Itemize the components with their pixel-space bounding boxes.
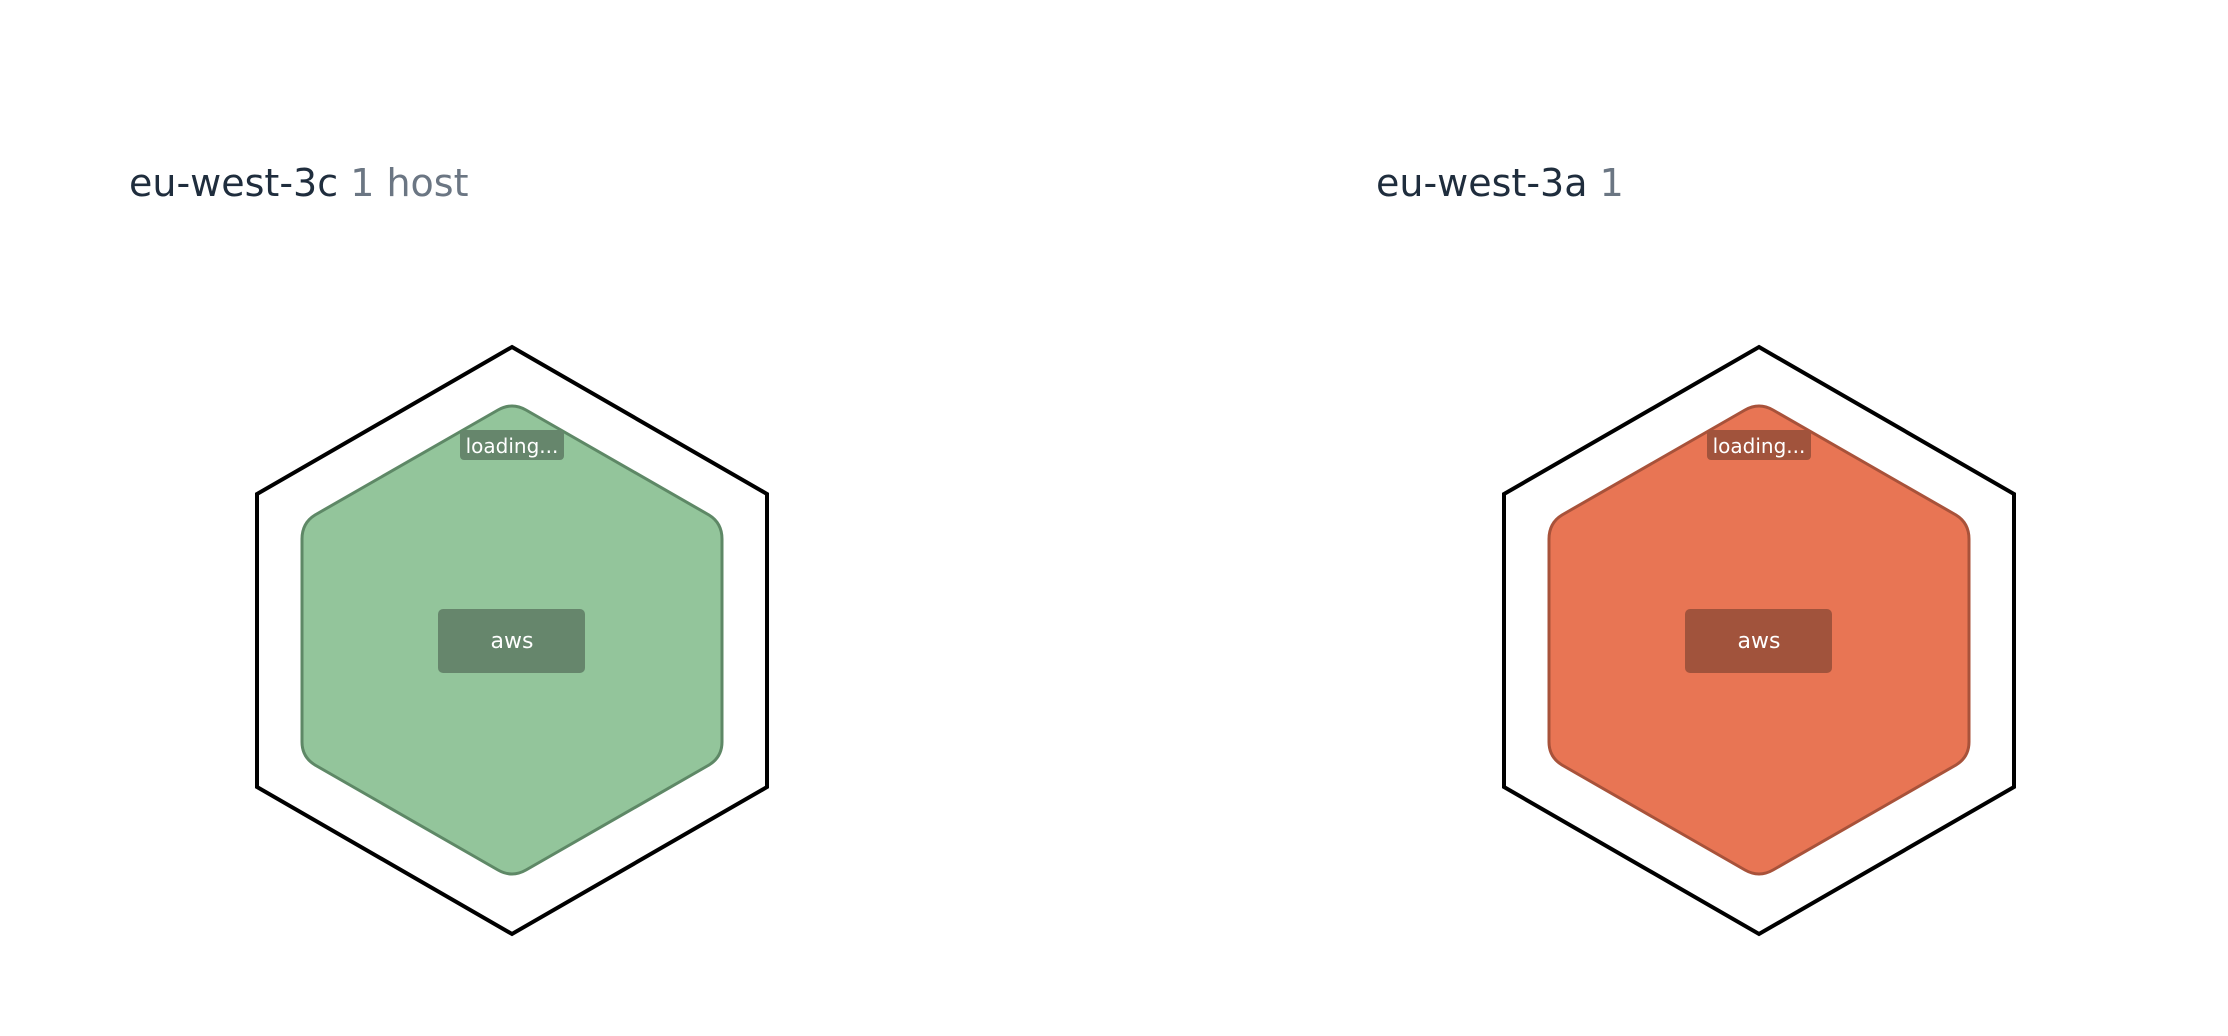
- zone-title: eu-west-3c 1 host: [129, 155, 469, 211]
- status-badge: [460, 430, 564, 460]
- host-provider-label: aws: [491, 629, 534, 654]
- provider-badge: [438, 609, 585, 673]
- zone-hexmap: loading... aws: [255, 344, 769, 937]
- zone-outline-hexagon: [1502, 344, 2016, 937]
- host-status-label: loading...: [466, 434, 559, 458]
- availability-zone-group: eu-west-3c 1 host loading... aws: [129, 155, 769, 937]
- zone-outline-hexagon: [255, 344, 769, 937]
- zone-hexmap: loading... aws: [1502, 344, 2016, 937]
- zone-host-count: 1 host: [350, 161, 469, 205]
- provider-badge: [1685, 609, 1832, 673]
- availability-zone-group: eu-west-3a 1 loading... aws: [1247, 0, 2228, 1036]
- host-provider-label: aws: [1738, 629, 1781, 654]
- zone-name: eu-west-3c: [129, 161, 339, 205]
- host-status-label: loading...: [1713, 434, 1806, 458]
- status-badge: [1707, 430, 1811, 460]
- zone-name: eu-west-3a: [1376, 161, 1588, 205]
- zone-host-count: 1: [1599, 161, 1624, 205]
- zone-title: eu-west-3a 1: [1376, 155, 1624, 211]
